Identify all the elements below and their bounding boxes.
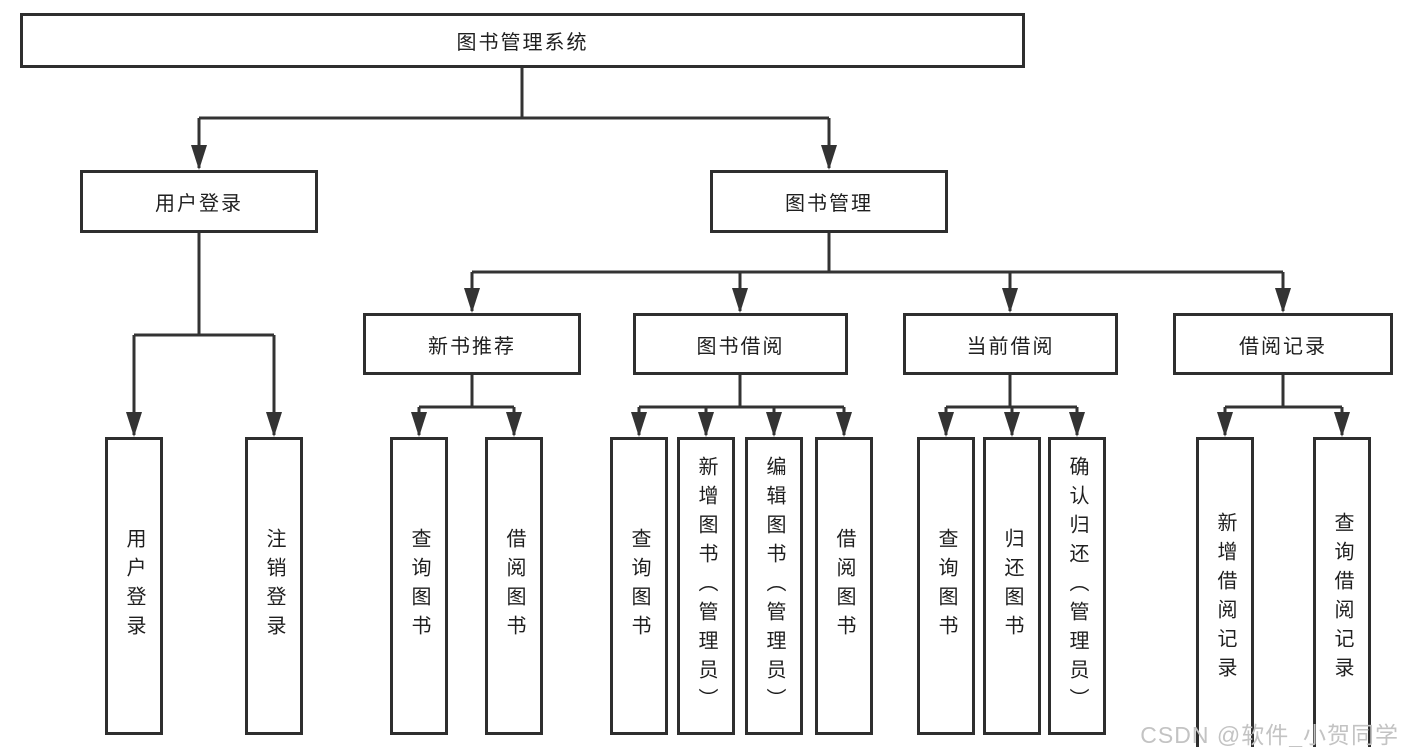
arrowhead (191, 145, 207, 170)
arrowhead (938, 412, 954, 437)
arrowhead (631, 412, 647, 437)
arrowhead (732, 288, 748, 313)
arrowhead (266, 412, 282, 437)
connector-edges (132, 68, 1344, 435)
arrowhead (1275, 288, 1291, 313)
node-new-book-recommendation: 新书推荐 (363, 313, 581, 375)
arrowhead (126, 412, 142, 437)
arrowhead (1004, 412, 1020, 437)
watermark: CSDN @软件_小贺同学 (1140, 722, 1399, 747)
arrowhead (821, 145, 837, 170)
arrowhead (836, 412, 852, 437)
leaf-query-books: 查询图书 (917, 437, 975, 735)
node-book-borrowing: 图书借阅 (633, 313, 848, 375)
arrowhead (411, 412, 427, 437)
leaf-logout: 注销登录 (245, 437, 303, 735)
arrowhead (1069, 412, 1085, 437)
leaf-confirm-return-admin: 确认归还（管理员） (1048, 437, 1106, 735)
leaf-query-books: 查询图书 (390, 437, 448, 735)
arrowheads (126, 145, 1350, 437)
arrowhead (1217, 412, 1233, 437)
leaf-add-borrow-record: 新增借阅记录 (1196, 437, 1254, 747)
leaf-edit-book-admin: 编辑图书（管理员） (745, 437, 803, 735)
arrowhead (1002, 288, 1018, 313)
arrowhead (506, 412, 522, 437)
leaf-add-book-admin: 新增图书（管理员） (677, 437, 735, 735)
leaf-query-books: 查询图书 (610, 437, 668, 735)
arrowhead (1334, 412, 1350, 437)
node-user-login: 用户登录 (80, 170, 318, 233)
leaf-query-borrow-record: 查询借阅记录 (1313, 437, 1371, 747)
arrowhead (464, 288, 480, 313)
leaf-borrow-books: 借阅图书 (485, 437, 543, 735)
leaf-user-login: 用户登录 (105, 437, 163, 735)
arrowhead (766, 412, 782, 437)
node-current-borrowing: 当前借阅 (903, 313, 1118, 375)
leaf-borrow-books: 借阅图书 (815, 437, 873, 735)
node-borrowing-records: 借阅记录 (1173, 313, 1393, 375)
arrowhead (698, 412, 714, 437)
leaf-return-books: 归还图书 (983, 437, 1041, 735)
node-book-management: 图书管理 (710, 170, 948, 233)
node-library-management-system: 图书管理系统 (20, 13, 1025, 68)
